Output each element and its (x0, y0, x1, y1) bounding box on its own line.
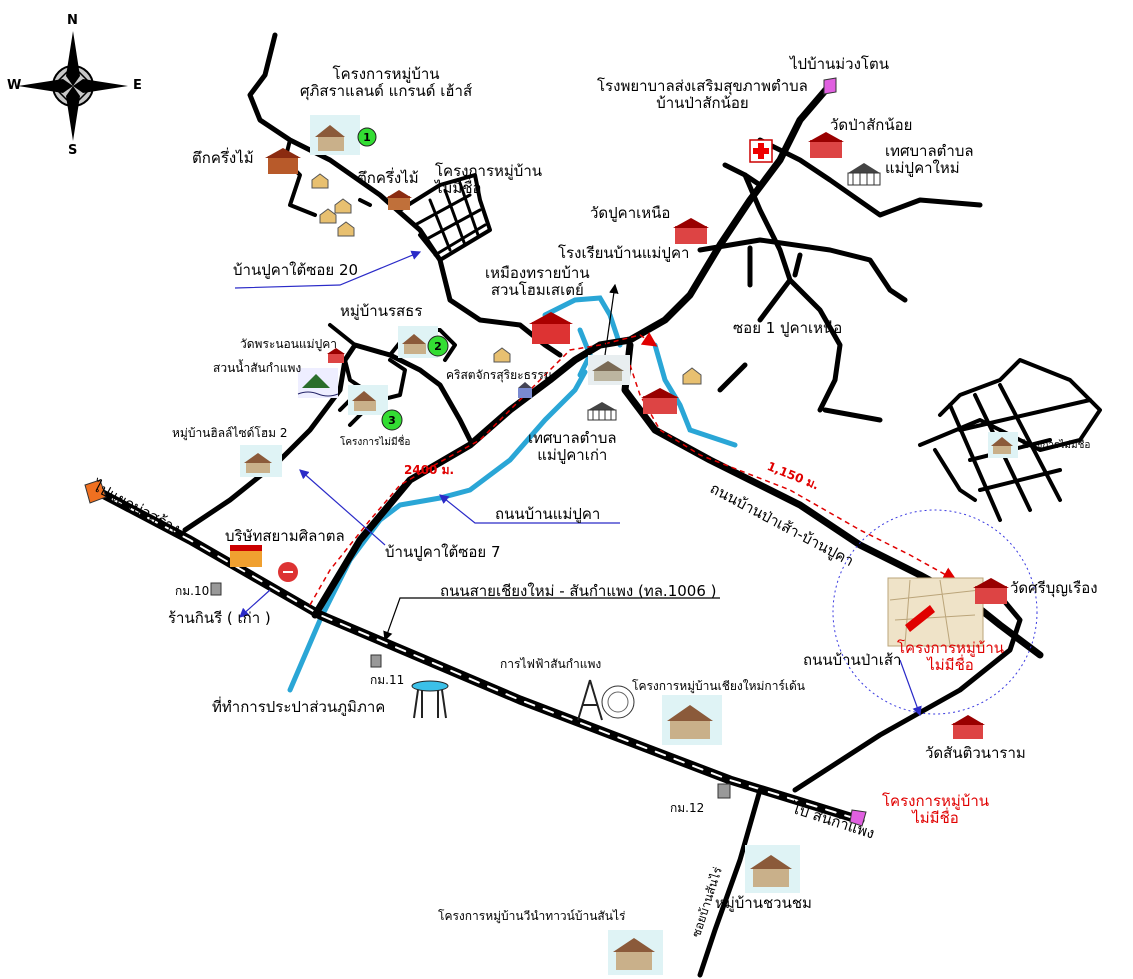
village-icon (348, 385, 388, 415)
government-icon (587, 402, 617, 421)
label-wat-pa-sak-noi: วัดป่าสักน้อย (830, 116, 913, 134)
label-mu-ban-rotsukhon: หมู่บ้านรสธร (340, 302, 423, 320)
label-mu-ban-hillside: หมู่บ้านฮิลล์ไซด์โฮม 2 (172, 426, 288, 440)
label-thanon-cm-sankamphaeng: ถนนสายเชียงใหม่ - สันกำแพง (ทล.1006 ) (440, 582, 717, 600)
label-km10: กม.10 (175, 584, 210, 598)
label-ban-puka-tai-soi-20: บ้านปูคาใต้ซอย 20 (233, 261, 359, 279)
label-proj-no-name-2: โครงการไม่มีชื่อ (340, 437, 411, 448)
label-wat-si-bun-rueang: วัดศรีบุญเรือง (1010, 579, 1098, 597)
village-icon (662, 695, 722, 745)
label-proj-no-name-3: โครงการไม่มีชื่อ (1020, 440, 1091, 451)
badge-1 (357, 127, 377, 147)
label-tessaban-mae-puka-kao: เทศบาลตำบล แม่ปูคาเก่า (528, 429, 617, 465)
temple-icon (951, 715, 985, 739)
icons (84, 77, 1018, 975)
badge-2-text: 2 (434, 340, 442, 353)
badge-3 (381, 409, 403, 431)
temple-icon (641, 388, 679, 414)
label-ban-puka-tai-soi-7: บ้านปูคาใต้ซอย 7 (385, 543, 501, 561)
label-suan-nam: สวนน้ำสันกำแพง (213, 361, 302, 375)
label-wat-phra-non: วัดพระนอนแม่ปูคา (240, 337, 337, 351)
company-icon (230, 545, 262, 567)
label-to-ban-muang-ton: ไปบ้านม่วงโตน (790, 55, 889, 73)
label-soi-1-puka-nuea: ซอย 1 ปูคาเหนือ (733, 319, 843, 337)
label-wat-puka-nuea: วัดปูคาเหนือ (590, 204, 671, 222)
label-dist-2400: 2400 ม. (404, 463, 455, 477)
waterpark-icon (297, 368, 339, 398)
label-proj-no-name-1: โครงการหมู่บ้าน ไม่มีชื่อ (435, 162, 543, 198)
label-km12: กม.12 (670, 801, 705, 815)
village-icon (240, 445, 282, 477)
label-thanon-ban-pa-sao: ถนนบ้านป่าเส้า (803, 651, 902, 669)
label-kan-faifa: การไฟฟ้าสันกำแพง (500, 657, 602, 671)
compass-s: S (68, 143, 78, 158)
label-thi-tham-kan-prapa: ที่ทำการประปาส่วนภูมิภาค (212, 698, 386, 716)
church-icon (518, 382, 532, 398)
badge-1-text: 1 (363, 131, 371, 144)
water-tower-icon (411, 680, 449, 719)
label-tuk-krueng-mai-1: ตึกครึ่งไม้ (192, 149, 254, 167)
badges: 1 2 3 (357, 127, 449, 431)
road-pa-sao-puka (621, 341, 1044, 659)
label-tuk-krueng-mai-2: ตึกครึ่งไม้ (357, 169, 419, 187)
compass-rose (18, 31, 128, 141)
label-proj-supisara: โครงการหมู่บ้าน ศุภิสราแลนด์ แกรนด์ เฮ้า… (300, 65, 473, 101)
compass-w: W (7, 78, 22, 93)
house-icon (386, 190, 412, 210)
label-church: คริสตจักรสุริยะธรรม (446, 368, 552, 382)
road-mae-puka (311, 81, 834, 619)
label-proj-cm-garden: โครงการหมู่บ้านเชียงใหม่การ์เด้น (632, 679, 805, 693)
power-tower-icon (577, 679, 635, 721)
hospital-icon (749, 139, 773, 163)
label-proj-no-name-red: โครงการหมู่บ้าน ไม่มีชื่อ (882, 792, 990, 828)
temple-icon (673, 218, 709, 244)
label-siam-silalat: บริษัทสยามศิลาตล (225, 527, 345, 545)
highway-1006 (90, 485, 865, 825)
label-wat-san-tiwanaram: วัดสันติวนาราม (925, 744, 1026, 762)
compass-e: E (133, 78, 142, 93)
label-rongrian: โรงเรียนบ้านแม่ปูคา (558, 244, 690, 262)
temple-icon (529, 312, 573, 344)
river-north-branch (542, 295, 623, 348)
label-hospital: โรงพยาบาลส่งเสริมสุขภาพตำบล บ้านป่าสักน้… (597, 77, 808, 113)
road-end-marker (823, 77, 837, 95)
village-icon (588, 355, 630, 385)
label-ran-kinnaree: ร้านกินรี ( เก่า ) (168, 609, 271, 627)
road-end-marker (84, 479, 107, 504)
restaurant-icon (278, 562, 298, 582)
temple-icon (973, 578, 1009, 604)
label-mu-ban-chuanchom: หมู่บ้านชวนชม (715, 894, 812, 912)
label-proj-winner-town: โครงการหมู่บ้านวีนำทาวน์บ้านสันไร่ (438, 909, 626, 923)
badge-3-text: 3 (388, 414, 396, 427)
village-icon (988, 432, 1018, 458)
pointer-arrows (234, 250, 922, 717)
label-thanon-ban-mae-puka: ถนนบ้านแม่ปูคา (495, 505, 601, 523)
government-icon (847, 163, 881, 186)
road-san-rai (697, 787, 763, 978)
village-icon (608, 930, 663, 975)
road-end-marker (849, 809, 867, 827)
road-ban-pa-sao (792, 587, 1023, 793)
label-proj-no-name-center: โครงการหมู่บ้าน ไม่มีชื่อ (897, 639, 1005, 675)
label-km11: กม.11 (370, 673, 405, 687)
map-inset (887, 577, 984, 647)
label-tessaban-mae-puka-mai: เทศบาลตำบล แม่ปูคาใหม่ (885, 142, 974, 178)
village-icon (310, 115, 360, 155)
label-sand-mine: เหมืองทรายบ้าน สวนโฮมเสเตย์ (485, 264, 590, 300)
temple-icon (327, 348, 345, 363)
badge-2 (427, 335, 449, 357)
house-icon (265, 148, 301, 174)
river-east-branch (652, 342, 738, 448)
km-marker-icon (210, 582, 731, 799)
highlight-circle (832, 509, 1038, 715)
village-icon (745, 845, 800, 893)
temple-icon (808, 132, 844, 158)
compass-n: N (67, 13, 78, 28)
road-northwest (247, 32, 563, 358)
